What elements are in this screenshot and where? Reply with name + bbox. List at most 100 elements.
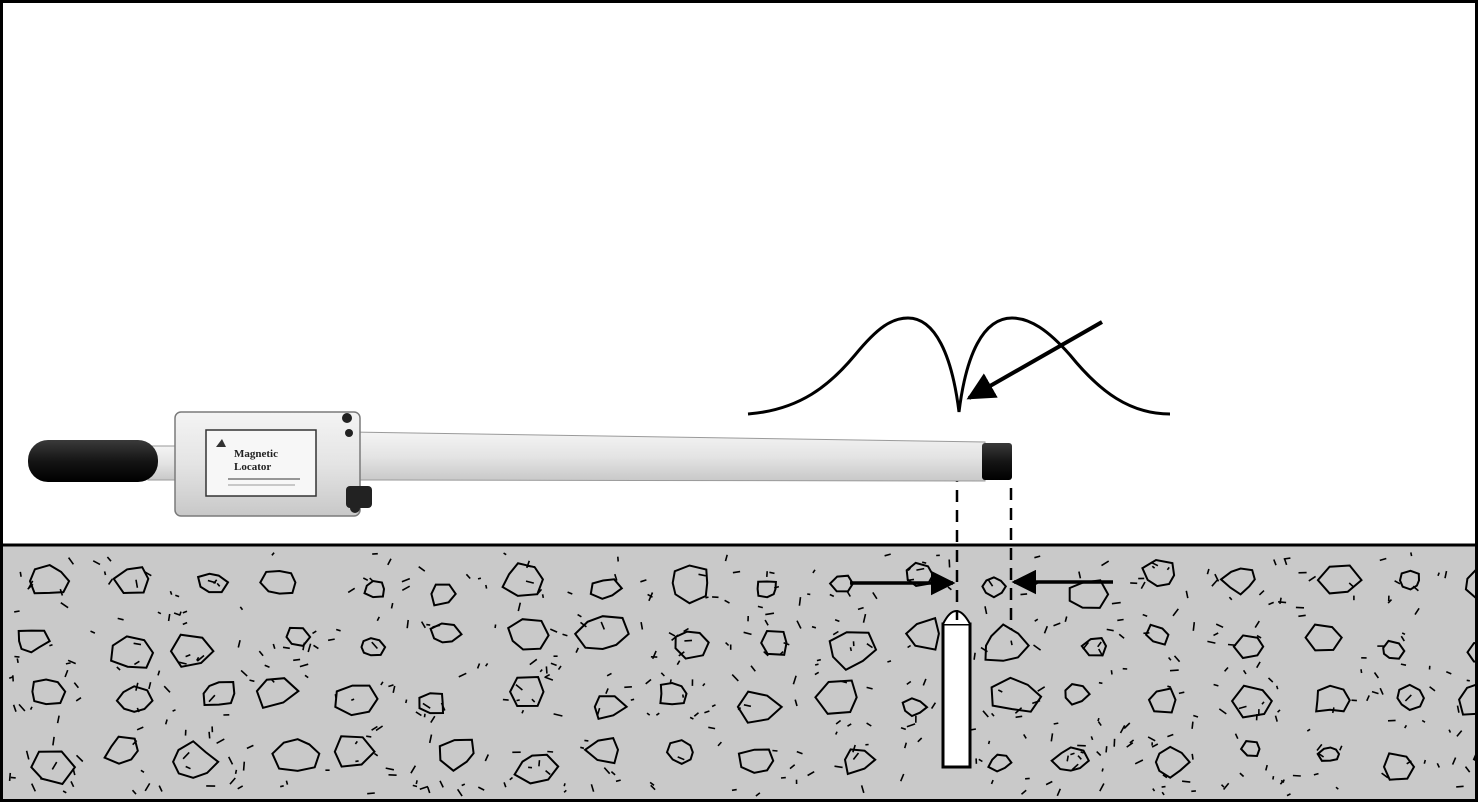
aggregate-speck [624, 686, 632, 689]
aggregate-speck [420, 621, 426, 629]
aggregate-speck [724, 599, 730, 604]
aggregate-speck [807, 771, 815, 777]
aggregate-speck [646, 712, 651, 716]
aggregate-stone [1316, 564, 1363, 595]
aggregate-speck [783, 642, 790, 646]
aggregate-speck [476, 663, 481, 669]
aggregate-speck [1464, 766, 1471, 773]
aggregate-speck [1283, 557, 1291, 560]
aggregate-speck [1256, 634, 1262, 639]
aggregate-speck [135, 579, 139, 588]
aggregate-speck [900, 726, 907, 731]
aggregate-speck [239, 606, 244, 611]
aggregate-speck [1214, 573, 1220, 582]
aggregate-speck [743, 704, 752, 708]
aggregate-speck [1206, 568, 1210, 575]
aggregate-speck [1034, 618, 1039, 622]
aggregate-speck [237, 640, 241, 648]
aggregate-speck [1277, 709, 1281, 713]
aggregate-stone [674, 630, 710, 660]
aggregate-speck [1167, 656, 1172, 661]
aggregate-speck [509, 776, 514, 781]
aggregate-speck [293, 658, 301, 662]
aggregate-speck [1167, 685, 1172, 688]
aggregate-speck [1387, 599, 1393, 604]
aggregate-speck [1119, 725, 1126, 734]
aggregate-speck [763, 651, 769, 657]
aggregate-speck [1106, 628, 1114, 632]
aggregate-speck [857, 606, 864, 611]
aggregate-speck [1318, 753, 1325, 758]
aggregate-speck [1037, 686, 1046, 692]
aggregate-speck [258, 650, 264, 657]
aggregate-stone [737, 748, 775, 774]
aggregate-speck [772, 749, 778, 752]
aggregate-speck [387, 558, 392, 566]
aggregate-speck [428, 734, 433, 744]
aggregate-speck [327, 638, 335, 642]
aggregate-speck [610, 771, 616, 776]
aggregate-speck [1034, 555, 1041, 559]
aggregate-speck [1451, 757, 1457, 765]
aggregate-speck [549, 628, 558, 633]
aggregate-speck [515, 683, 523, 691]
aggregate-speck [1126, 742, 1134, 748]
aggregate-speck [12, 704, 17, 712]
aggregate-speck [67, 557, 75, 565]
aggregate-speck [916, 567, 925, 571]
aggregate-speck [1147, 736, 1156, 742]
aggregate-speck [390, 602, 394, 609]
aggregate-speck [270, 678, 275, 683]
aggregate-speck [711, 704, 716, 708]
aggregate-speck [216, 738, 225, 745]
aggregate-speck [1331, 707, 1335, 714]
aggregate-speck [1207, 640, 1216, 644]
aggregate-speck [671, 634, 679, 642]
aggregate-speck [242, 761, 246, 771]
aggregate-speck [640, 621, 644, 630]
aggregate-speck [131, 789, 137, 795]
aggregate-speck [1167, 733, 1174, 738]
aggregate-speck [28, 580, 34, 589]
aggregate-speck [1064, 616, 1068, 623]
aggregate-speck [299, 663, 309, 668]
aggregate-speck [1080, 751, 1084, 754]
aggregate-speck [526, 560, 531, 569]
aggregate-speck [132, 740, 138, 746]
aggregate-speck [689, 716, 694, 720]
aggregate-speck [280, 785, 284, 788]
aggregate-speck [1185, 590, 1189, 599]
aggregate-speck [614, 573, 618, 581]
aggregate-speck [731, 788, 737, 792]
aggregate-speck [778, 651, 784, 656]
aggregate-stone [1219, 567, 1256, 596]
aggregate-speck [216, 582, 221, 587]
aggregate-speck [606, 672, 612, 677]
aggregate-speck [355, 760, 359, 763]
aggregate-speck [1414, 607, 1420, 616]
aggregate-speck [1410, 552, 1413, 557]
aggregate-speck [375, 725, 384, 732]
aggregate-speck [1456, 705, 1460, 713]
aggregate-speck [371, 641, 379, 650]
aggregate-speck [182, 621, 188, 626]
aggregate-speck [1448, 729, 1452, 733]
aggregate-speck [693, 712, 700, 717]
aggregate-speck [1429, 686, 1436, 692]
aggregate-speck [430, 715, 436, 724]
aggregate-speck [922, 678, 927, 686]
aggregate-speck [1273, 559, 1277, 566]
aggregate-speck [1242, 669, 1247, 675]
aggregate-speck [732, 570, 741, 574]
aggregate-speck [135, 682, 139, 691]
aggregate-speck [140, 769, 145, 773]
aggregate-speck [1097, 717, 1100, 722]
aggregate-speck [1140, 581, 1146, 589]
aggregate-speck [1265, 764, 1268, 771]
aggregate-stone [1304, 623, 1343, 652]
aggregate-speck [1182, 780, 1191, 783]
aggregate-stone [814, 679, 858, 715]
aggregate-stone [828, 631, 878, 672]
aggregate-speck [1078, 571, 1082, 579]
